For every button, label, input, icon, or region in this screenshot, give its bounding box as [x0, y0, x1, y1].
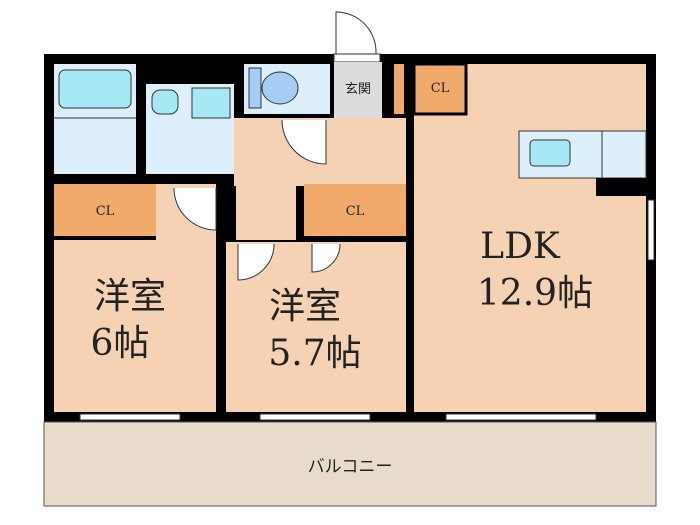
entry-door — [335, 11, 377, 55]
closet-1-label: CL — [96, 204, 115, 219]
closet-2 — [304, 184, 406, 236]
room2-size: 5.7帖 — [268, 333, 361, 374]
room2-door — [237, 243, 275, 281]
ldk-room — [414, 64, 646, 412]
ldk-label: LDK — [480, 226, 561, 267]
toilet-door — [281, 119, 327, 165]
ldk-size: 12.9帖 — [477, 273, 593, 314]
room1-label: 洋室 — [94, 276, 166, 317]
window — [259, 413, 371, 421]
ldk-closet-label: CL — [431, 81, 450, 96]
ldk-closet — [412, 62, 468, 116]
washing-machine-icon — [191, 87, 231, 119]
entrance-label: 玄関 — [345, 82, 371, 97]
window — [79, 413, 181, 421]
closet-1 — [54, 184, 156, 236]
closet-2-label: CL — [346, 204, 365, 219]
room1-door — [173, 187, 217, 231]
balcony-label: バルコニー — [308, 457, 393, 477]
window — [647, 199, 655, 261]
western-room-1 — [54, 240, 216, 412]
balcony — [43, 421, 657, 507]
bathtub-icon — [58, 69, 132, 109]
room2-label: 洋室 — [269, 286, 341, 327]
room1-size: 6帖 — [91, 323, 150, 364]
washbasin-icon — [151, 89, 179, 115]
window — [445, 413, 597, 421]
entrance — [334, 62, 382, 118]
sink-icon — [529, 139, 571, 167]
toilet-icon — [261, 71, 299, 105]
